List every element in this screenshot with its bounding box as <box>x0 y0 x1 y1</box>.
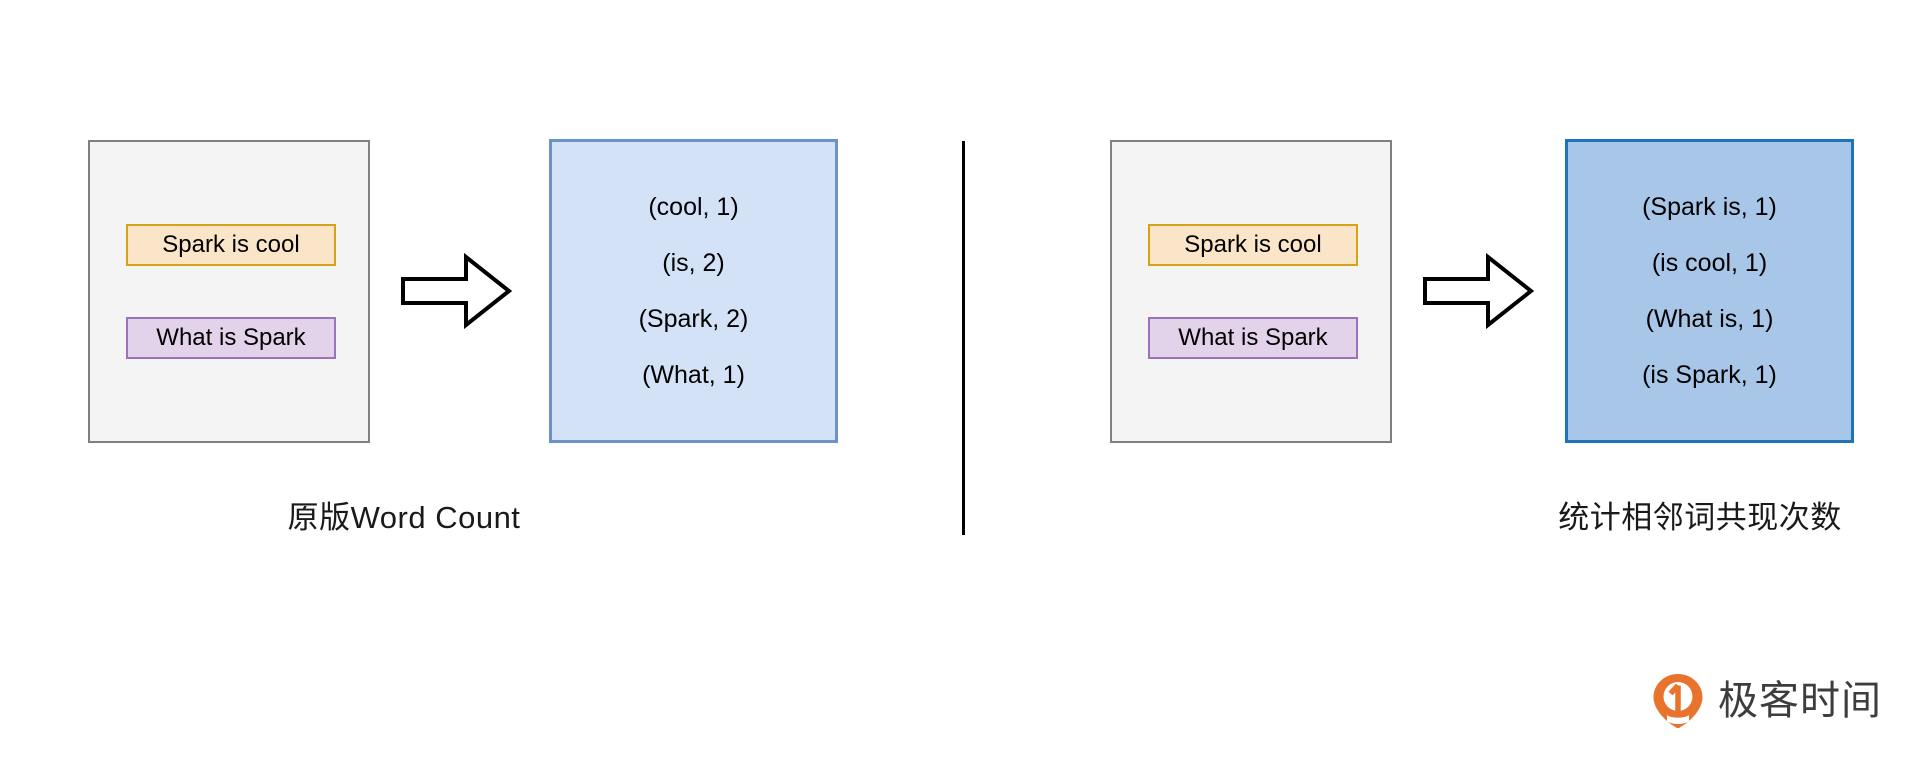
input-line-spark-is-cool-right: Spark is cool <box>1148 224 1358 266</box>
caption-right: 统计相邻词共现次数 <box>1558 500 1842 535</box>
watermark: 极客时间 <box>1652 672 1882 730</box>
output-pair: (What is, 1) <box>1645 304 1774 333</box>
output-box-left: (cool, 1) (is, 2) (Spark, 2) (What, 1) <box>549 139 838 443</box>
panel-adjacent-word-cooccurrence: Spark is cool What is Spark (Spark is, 1… <box>960 0 1920 764</box>
input-line-what-is-spark-right: What is Spark <box>1148 317 1358 359</box>
output-pair: (is cool, 1) <box>1651 248 1768 277</box>
output-pair: (Spark is, 1) <box>1642 192 1777 221</box>
geektime-pin-logo-icon <box>1652 673 1704 729</box>
output-box-right: (Spark is, 1) (is cool, 1) (What is, 1) … <box>1565 139 1854 443</box>
right-arrow-icon-left <box>400 252 512 330</box>
output-pair: (cool, 1) <box>648 192 739 221</box>
caption-left: 原版Word Count <box>287 500 521 535</box>
input-line-what-is-spark-left: What is Spark <box>126 317 336 359</box>
input-box-left: Spark is cool What is Spark <box>88 140 370 443</box>
panel-original-word-count: Spark is cool What is Spark (cool, 1) (i… <box>88 139 838 535</box>
output-pair: (is Spark, 1) <box>1642 360 1777 389</box>
output-pair: (is, 2) <box>662 248 725 277</box>
input-line-spark-is-cool-left: Spark is cool <box>126 224 336 266</box>
right-arrow-icon-right <box>1422 252 1534 330</box>
output-pair: (What, 1) <box>642 360 745 389</box>
watermark-text: 极客时间 <box>1718 679 1882 723</box>
input-box-right: Spark is cool What is Spark <box>1110 140 1392 443</box>
output-pair: (Spark, 2) <box>638 304 749 333</box>
vertical-divider <box>962 141 965 535</box>
